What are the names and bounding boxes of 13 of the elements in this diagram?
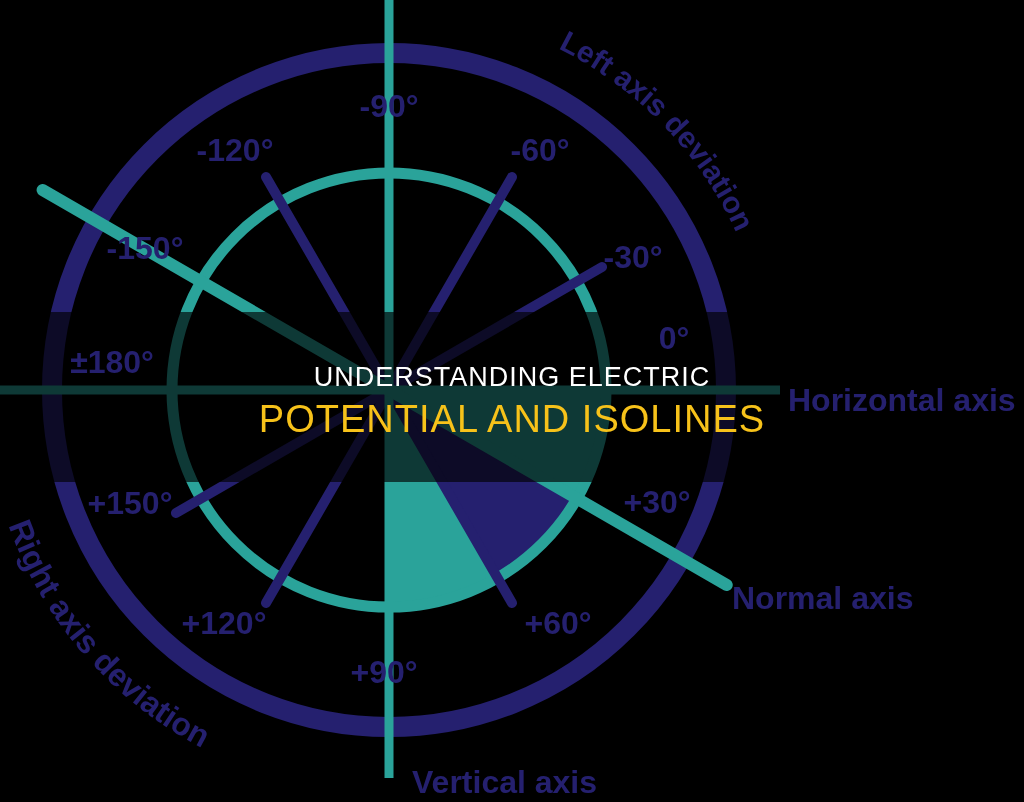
title-heading: UNDERSTANDING ELECTRIC POTENTIAL AND ISOLINES bbox=[257, 361, 767, 440]
angle-label: -60° bbox=[510, 136, 570, 164]
angle-label: -120° bbox=[196, 136, 274, 164]
axis-label: Horizontal axis bbox=[788, 386, 1016, 414]
angle-label: -30° bbox=[603, 243, 663, 271]
angle-label: +30° bbox=[623, 488, 691, 516]
angle-label: ±180° bbox=[70, 348, 154, 376]
axis-label: Normal axis bbox=[732, 584, 914, 612]
angle-label: 0° bbox=[658, 324, 690, 352]
angle-label: +60° bbox=[524, 609, 592, 637]
angle-label: +150° bbox=[87, 489, 173, 517]
axis-label: Vertical axis bbox=[412, 768, 598, 796]
angle-label: +120° bbox=[181, 609, 267, 637]
